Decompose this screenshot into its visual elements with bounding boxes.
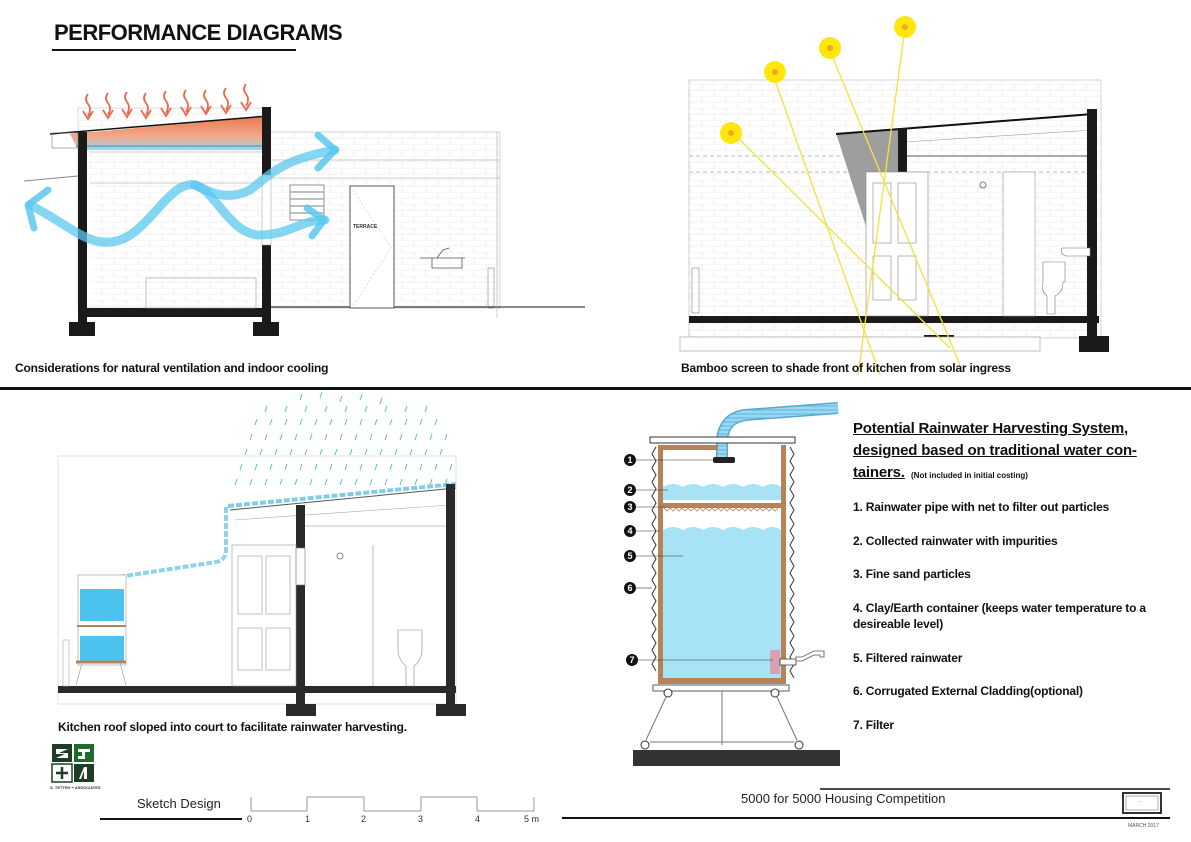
section-divider (0, 387, 1191, 390)
scale-tick-label: 4 (475, 814, 481, 824)
heat-arrows (82, 83, 252, 121)
marker-5: 5 (624, 550, 636, 562)
firm-name: S. TETTEH + ASSOCIATES (50, 785, 101, 790)
heading-note: (Not included in initial costing) (911, 471, 1028, 480)
tap-icon (795, 650, 825, 662)
marker-3: 3 (624, 501, 636, 513)
heading-line-2: designed based on traditional water con- (853, 442, 1137, 459)
firm-logo (51, 744, 94, 783)
ventilation-caption: Considerations for natural ventilation a… (15, 361, 329, 375)
sheet-mark: . (1139, 798, 1141, 804)
solar-caption: Bamboo screen to shade front of kitchen … (681, 361, 1011, 375)
corrugated-cladding (651, 446, 657, 672)
sun-icons (720, 16, 916, 144)
marker-6: 6 (624, 582, 636, 594)
ground-base (633, 750, 840, 766)
sun-rays (731, 27, 961, 376)
terrace-door-label: TERRACE (353, 224, 378, 230)
floor-slab (78, 308, 271, 317)
airflow-arrows (25, 145, 340, 247)
scale-tick-label: 3 (418, 814, 424, 824)
scale-tick-label: 2 (361, 814, 367, 824)
heated-roof-cavity (70, 116, 268, 150)
roof-caption: Kitchen roof sloped into court to facili… (58, 720, 407, 734)
project-title: 5000 for 5000 Housing Competition (741, 791, 946, 806)
rain-drops (234, 391, 453, 486)
legend-item: 1. Rainwater pipe with net to filter out… (853, 500, 1110, 514)
filter (770, 650, 780, 674)
legend-item: 6. Corrugated External Cladding(optional… (853, 684, 1083, 698)
tank-detail-drawing (633, 402, 840, 766)
sand-layer (660, 503, 782, 508)
title-underline (52, 49, 296, 51)
downpipe (102, 507, 228, 589)
heading-line-1: Potential Rainwater Harvesting System, (853, 420, 1128, 437)
wall-left (78, 132, 87, 322)
scale-bar (250, 796, 535, 812)
page-title: PERFORMANCE DIAGRAMS (54, 20, 343, 45)
solar-shading-drawing (679, 16, 1109, 376)
legend-item: 3. Fine sand particles (853, 567, 971, 581)
heading-line-3: tainers. (853, 464, 905, 481)
stage-label: Sketch Design (137, 796, 221, 811)
ventilation-section-drawing (23, 83, 585, 336)
roof-harvesting-drawing (57, 391, 466, 716)
legend-item: 5. Filtered rainwater (853, 651, 963, 665)
legend-item: 4. Clay/Earth container (keeps water tem… (853, 601, 1146, 631)
inlet-pipe (717, 403, 839, 458)
drawing-date: MARCH 2017 (1128, 823, 1159, 829)
filtered-rainwater (663, 527, 781, 678)
marker-7: 7 (626, 654, 638, 666)
scale-tick-label: 0 (247, 814, 253, 824)
marker-1: 1 (624, 454, 636, 466)
marker-2: 2 (624, 484, 636, 496)
scale-tick-label: 5 m (524, 814, 540, 824)
collected-rainwater (663, 484, 781, 500)
marker-4: 4 (624, 525, 636, 537)
legend-item: 7. Filter (853, 718, 894, 732)
clay-container (658, 445, 663, 683)
scale-tick-label: 1 (305, 814, 311, 824)
legend-item: 2. Collected rainwater with impurities (853, 534, 1058, 548)
